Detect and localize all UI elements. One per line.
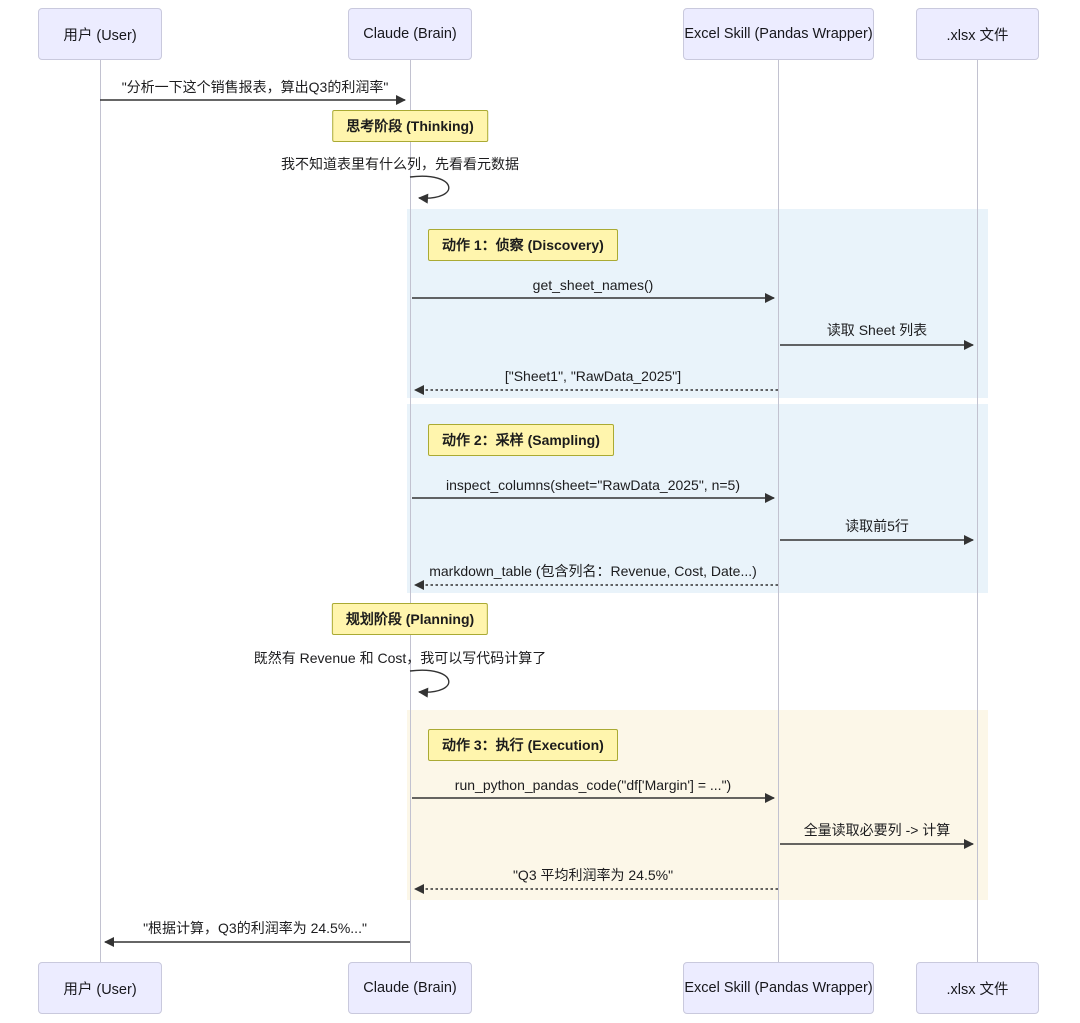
self-message-planning: 既然有 Revenue 和 Cost，我可以写代码计算了 xyxy=(253,650,547,666)
participant-label: Claude (Brain) xyxy=(363,980,457,996)
participant-claude-bottom: Claude (Brain) xyxy=(348,962,472,1014)
participant-label: .xlsx 文件 xyxy=(946,981,1009,998)
message-text-8: 全量读取必要列 -> 计算 xyxy=(803,822,951,838)
message-text-4: inspect_columns(sheet="RawData_2025", n=… xyxy=(446,477,740,493)
message-text-5: 读取前5行 xyxy=(845,518,909,534)
participant-label: 用户 (User) xyxy=(63,981,137,998)
participant-xlsx-top: .xlsx 文件 xyxy=(916,8,1039,60)
self-loop-thinking xyxy=(409,175,450,204)
participant-user-bottom: 用户 (User) xyxy=(38,962,162,1014)
message-text-1: get_sheet_names() xyxy=(532,277,654,293)
participant-excel-bottom: Excel Skill (Pandas Wrapper) xyxy=(683,962,874,1014)
participant-xlsx-bottom: .xlsx 文件 xyxy=(916,962,1039,1014)
participant-excel-top: Excel Skill (Pandas Wrapper) xyxy=(683,8,874,60)
section-label-discovery: 动作 1：侦察 (Discovery) xyxy=(428,229,618,261)
message-text-6: markdown_table (包含列名：Revenue, Cost, Date… xyxy=(429,563,757,579)
participant-label: Excel Skill (Pandas Wrapper) xyxy=(684,980,873,996)
message-text-7: run_python_pandas_code("df['Margin'] = .… xyxy=(454,777,732,793)
message-text-2: 读取 Sheet 列表 xyxy=(826,322,928,338)
self-loop-planning xyxy=(409,669,450,698)
message-text-0: "分析一下这个销售报表，算出Q3的利润率" xyxy=(121,79,389,95)
note-planning-phase: 规划阶段 (Planning) xyxy=(331,603,489,635)
participant-user-top: 用户 (User) xyxy=(38,8,162,60)
participant-claude-top: Claude (Brain) xyxy=(348,8,472,60)
section-label-execution: 动作 3：执行 (Execution) xyxy=(428,729,618,761)
participant-label: .xlsx 文件 xyxy=(946,27,1009,44)
section-label-sampling: 动作 2：采样 (Sampling) xyxy=(428,424,614,456)
message-text-3: ["Sheet1", "RawData_2025"] xyxy=(504,368,682,384)
message-text-10: "根据计算，Q3的利润率为 24.5%..." xyxy=(143,920,367,936)
participant-label: 用户 (User) xyxy=(63,27,137,44)
participant-label: Excel Skill (Pandas Wrapper) xyxy=(684,26,873,42)
self-message-thinking: 我不知道表里有什么列，先看看元数据 xyxy=(281,156,519,172)
note-thinking-phase: 思考阶段 (Thinking) xyxy=(332,110,488,142)
participant-label: Claude (Brain) xyxy=(363,26,457,42)
message-text-9: "Q3 平均利润率为 24.5%" xyxy=(512,867,674,883)
